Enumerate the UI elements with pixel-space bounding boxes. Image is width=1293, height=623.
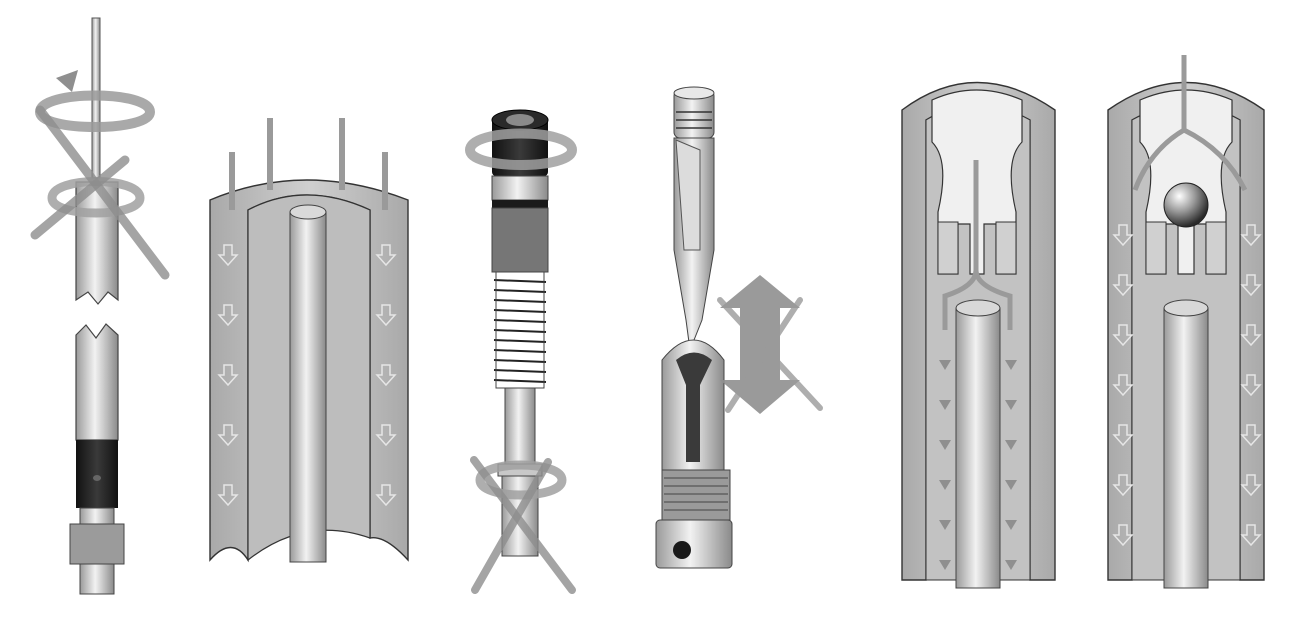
jar-inner-cavity [676,352,712,462]
tool-thread [493,279,547,383]
right-seat [1205,221,1227,275]
prohibited-cross-icon [30,155,130,240]
ball-icon [1163,182,1209,228]
flow-down-arrow-column-left [1112,224,1134,547]
inner-rod-top [289,204,327,220]
tool-band [492,200,548,208]
panel-circulating-sub-open [901,81,1056,589]
jar-cap-grooves [676,111,712,129]
jar-base-hole [673,541,691,559]
jar-slot [675,139,701,251]
flow-path-right [973,269,1013,330]
tool-collar [491,175,549,201]
left-seat [1145,221,1167,275]
right-seat [995,221,1017,275]
prohibited-cross-icon [717,297,823,411]
rotation-arrow-head-icon [56,70,78,92]
rotation-arrow-icon [35,90,156,132]
inner-rod-top [1163,299,1209,317]
inner-rod [955,307,1001,589]
flow-down-arrow-column-right [1240,224,1262,547]
rod-bottom [79,563,115,595]
inner-rod [1163,307,1209,589]
tool-shank [504,387,536,465]
left-seat [937,221,959,275]
flow-path-right [1182,127,1248,192]
rod-lower-broken-end [75,323,119,441]
rod-neck [79,507,115,525]
inner-rod [289,211,327,563]
tool-bore [506,114,534,126]
panel-threaded-tool [465,109,578,594]
panel-jar-tool [655,86,823,569]
jar-base [655,519,733,569]
flow-down-arrow-column-left [217,244,239,507]
panel-broken-rod [30,17,170,595]
prohibited-cross-icon [470,456,576,594]
rod-dark-collar [76,440,118,508]
prohibited-cross-icon [35,105,170,280]
jar-thread [664,477,728,511]
panel-circulating-sub-ball [1107,55,1265,589]
collar-hole [93,475,101,481]
flow-down-arrow-column [939,360,1017,570]
rotation-arrow-icon [465,128,578,170]
rod-coupling [69,523,125,565]
flow-down-arrow-column-right [375,244,397,507]
rotation-arrow-icon [47,177,145,218]
prohibited-cross-icon [725,297,803,413]
flow-path-left [1132,55,1187,191]
panel-annulus-flow [209,118,409,563]
prohibited-cross-icon [471,458,552,594]
jar-cap-face [673,86,715,100]
inner-rod-top [955,299,1001,317]
tool-body [491,207,549,273]
